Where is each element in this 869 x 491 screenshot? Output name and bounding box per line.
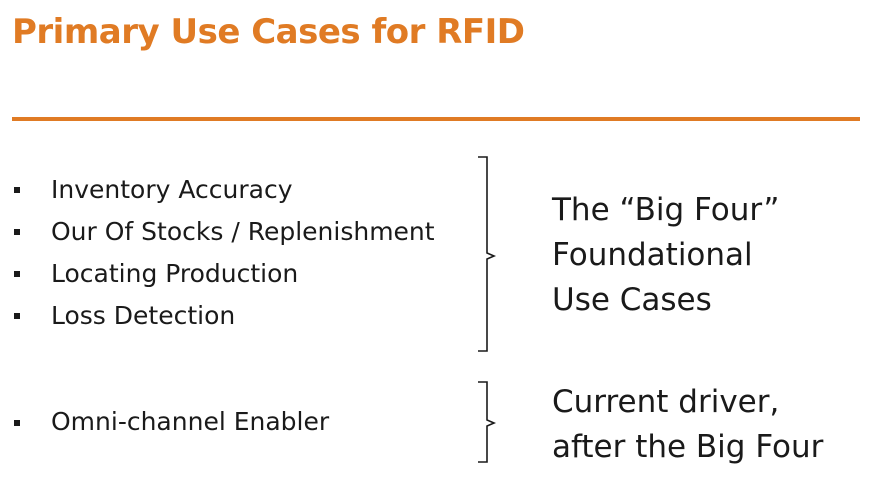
right-brace-icon <box>478 156 497 352</box>
big-four-label-line-2: Foundational <box>552 237 753 273</box>
bullet-icon <box>14 313 20 319</box>
list-item-locating-production: Locating Production <box>51 259 299 288</box>
bullet-icon <box>14 187 20 193</box>
big-four-label-line-1: The “Big Four” <box>552 192 780 228</box>
list-item-inventory-accuracy: Inventory Accuracy <box>51 175 293 204</box>
right-brace-icon <box>478 381 497 463</box>
omni-channel-label-line-2: after the Big Four <box>552 429 824 465</box>
bullet-icon <box>14 271 20 277</box>
bullet-icon <box>14 229 20 235</box>
omni-channel-label-line-1: Current driver, <box>552 384 780 420</box>
list-item-loss-detection: Loss Detection <box>51 301 236 330</box>
title-underline <box>12 117 860 121</box>
bullet-icon <box>14 420 20 426</box>
list-item-omni-channel-enabler: Omni-channel Enabler <box>51 407 330 436</box>
big-four-label-line-3: Use Cases <box>552 282 712 318</box>
list-item-out-of-stocks: Our Of Stocks / Replenishment <box>51 217 435 246</box>
slide-title: Primary Use Cases for RFID <box>12 12 525 52</box>
